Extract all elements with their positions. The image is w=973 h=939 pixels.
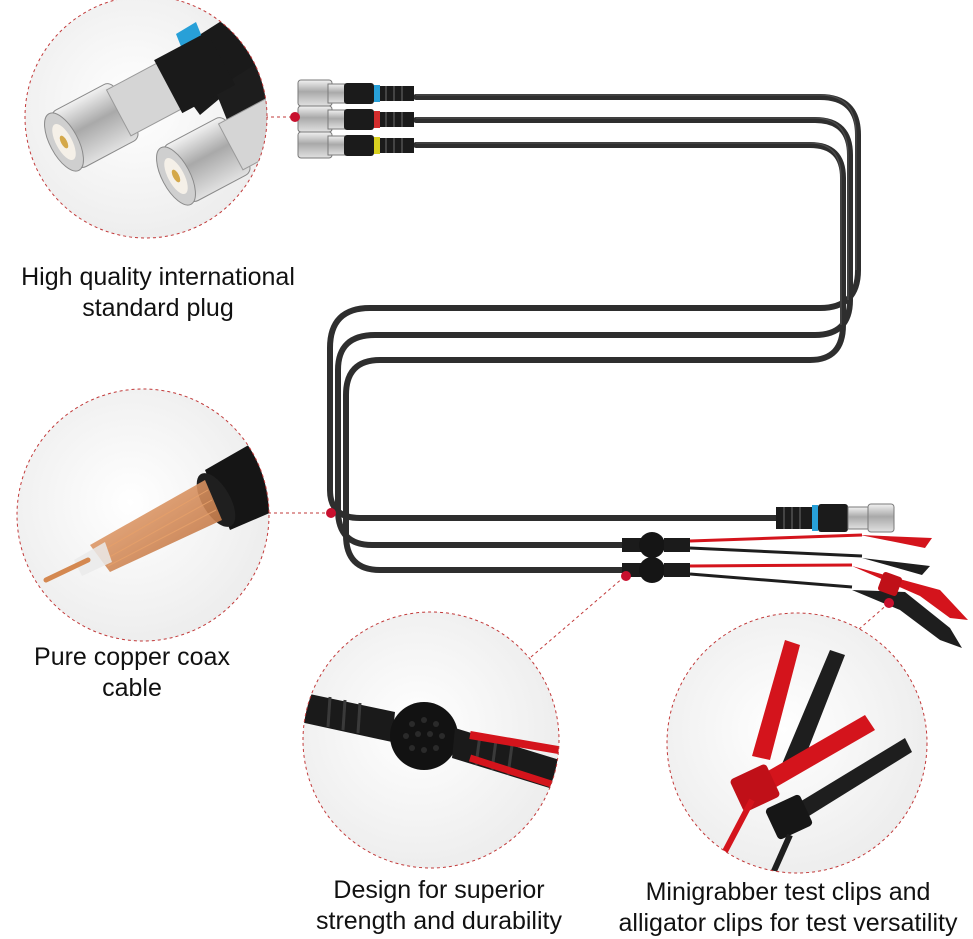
splitter-junctions <box>622 532 863 589</box>
test-clips <box>852 535 968 648</box>
detail-bubble-plug <box>24 0 268 239</box>
cable-assembly <box>297 79 968 648</box>
bnc-connectors-top <box>297 79 414 159</box>
detail-bubble-coax <box>16 388 270 642</box>
cable-2 <box>335 117 853 548</box>
caption-plug: High quality international standard plug <box>21 263 295 322</box>
detail-bubble-design <box>302 611 560 869</box>
caption-coax: Pure copper coax cable <box>34 643 230 702</box>
cable-1 <box>327 94 861 521</box>
caption-design: Design for superior strength and durabil… <box>316 876 562 935</box>
cable-3 <box>343 142 846 573</box>
callout-dots <box>290 112 894 608</box>
detail-bubble-clips <box>666 612 928 874</box>
caption-clips: Minigrabber test clips and alligator cli… <box>618 878 958 937</box>
callout-lines <box>265 116 890 658</box>
bnc-connector-bottom <box>776 503 895 533</box>
